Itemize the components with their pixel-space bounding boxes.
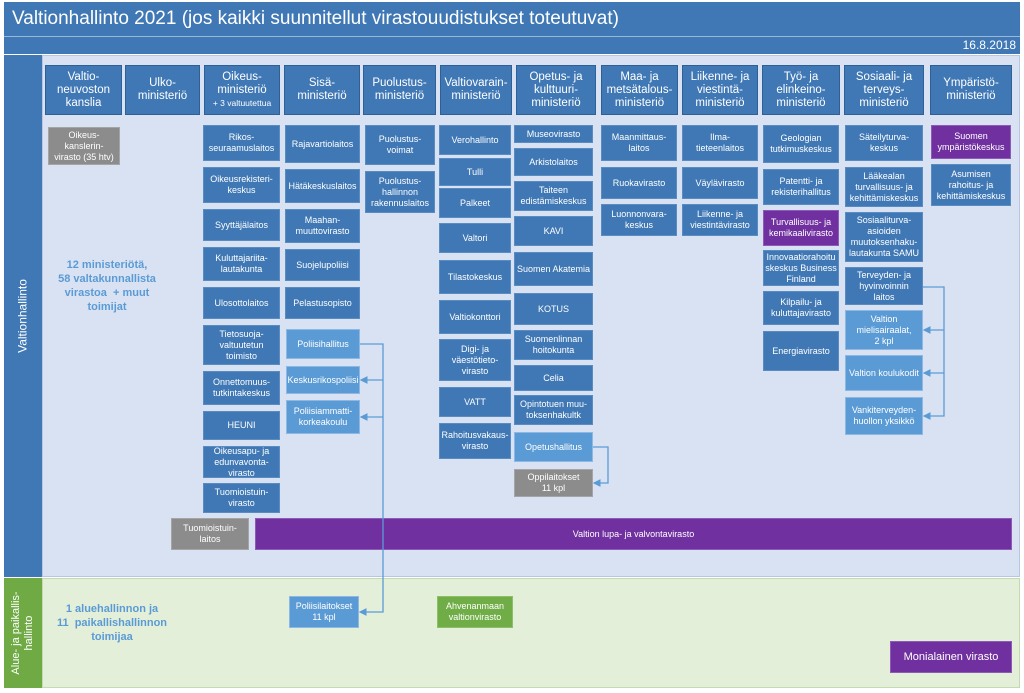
- agency-tukes: Turvallisuus- ja kemikaalivirasto: [763, 210, 839, 246]
- agency-kavi: KAVI: [514, 216, 593, 246]
- agency-suojelupoliisi: Suojelupoliisi: [285, 249, 360, 281]
- section-label-main: Valtionhallinto: [4, 55, 42, 577]
- agency-prh: Patentti- ja rekisterihallitus: [763, 169, 839, 205]
- arrow-thl-main: [922, 286, 945, 420]
- agency-pelastusopisto: Pelastusopisto: [285, 287, 360, 319]
- date-label: 16.8.2018: [4, 36, 1020, 54]
- agency-monialainen-virasto: Monialainen virasto: [890, 641, 1012, 673]
- agency-oikeusrekisterikeskus: Oikeusrekisteri- keskus: [203, 167, 280, 203]
- agency-verohallinto: Verohallinto: [439, 125, 511, 155]
- agency-valtion-lupa-valvontavirasto: Valtion lupa- ja valvontavirasto: [255, 518, 1012, 550]
- agency-onnettomuustutkinta: Onnettomuus- tutkintakeskus: [203, 371, 280, 405]
- ministry-ulko: Ulko- ministeriö: [125, 65, 200, 115]
- agency-digi-vaestotietovirasto: Digi- ja väestötieto- virasto: [439, 339, 511, 381]
- ministry-vm: Valtiovarain- ministeriö: [440, 65, 512, 115]
- agency-opintotuen-muutoksenhakultk: Opintotuen muu- toksenhakultk: [514, 395, 593, 425]
- agency-oikeuskansleri: Oikeus- kanslerin- virasto (35 htv): [48, 127, 120, 165]
- agency-ilmatieteenlaitos: Ilma- tieteenlaitos: [682, 125, 758, 161]
- agency-maanmittauslaitos: Maanmittaus- laitos: [601, 125, 677, 161]
- agency-samu: Sosiaaliturva- asioiden muutoksenhaku- l…: [845, 212, 923, 262]
- ministry-oikeus: Oikeus- ministeriö + 3 valtuutettua: [204, 65, 280, 115]
- agency-rahoitusvakausvirasto: Rahoitusvakaus- virasto: [439, 423, 511, 459]
- ministry-oikeus-label: Oikeus- ministeriö: [217, 70, 267, 96]
- agency-museovirasto: Museovirasto: [514, 125, 593, 143]
- agency-kotus: KOTUS: [514, 293, 593, 325]
- agency-ara: Asumisen rahoitus- ja kehittämiskeskus: [931, 164, 1011, 206]
- agency-syyttajalaitos: Syyttäjälaitos: [203, 209, 280, 241]
- agency-business-finland: Innovaatiorahoitu skeskus Business Finla…: [763, 250, 839, 286]
- section-regional: [42, 578, 1020, 688]
- agency-tuomioistuinlaitos: Tuomioistuin- laitos: [171, 518, 249, 550]
- ministry-lvm: Liikenne- ja viestintä- ministeriö: [682, 65, 758, 115]
- agency-rajavartiolaitos: Rajavartiolaitos: [285, 125, 360, 163]
- agency-ahvenanmaan-valtionvirasto: Ahvenanmaan valtionvirasto: [437, 596, 513, 628]
- agency-kuluttajariitalautakunta: Kuluttajariita- lautakunta: [203, 247, 280, 281]
- agency-palkeet: Palkeet: [439, 188, 511, 218]
- agency-ruokavirasto: Ruokavirasto: [601, 167, 677, 199]
- ministry-mmm: Maa- ja metsätalous- ministeriö: [601, 65, 678, 115]
- agency-heuni: HEUNI: [203, 411, 280, 440]
- agency-kkv: Kilpailu- ja kuluttajavirasto: [763, 291, 839, 325]
- agency-energiavirasto: Energiavirasto: [763, 331, 839, 371]
- agency-puolustusvoimat: Puolustus- voimat: [365, 125, 435, 165]
- summary-main: 12 ministeriötä, 58 valtakunnallista vir…: [58, 259, 156, 313]
- agency-taike: Taiteen edistämiskeskus: [514, 181, 593, 211]
- agency-valtion-koulukodit: Valtion koulukodit: [845, 355, 923, 391]
- agency-oppilaitokset: Oppilaitokset 11 kpl: [514, 469, 593, 497]
- agency-suomen-akatemia: Suomen Akatemia: [514, 252, 593, 286]
- agency-luonnonvarakeskus: Luonnonvara- keskus: [601, 204, 677, 236]
- arrow-poliisi-main: [358, 343, 384, 616]
- agency-celia: Celia: [514, 365, 593, 391]
- agency-vankiterveydenhuolto: Vankiterveyden- huollon yksikkö: [845, 397, 923, 435]
- agency-liikenne-viestintavirasto: Liikenne- ja viestintävirasto: [682, 204, 758, 236]
- agency-arkistolaitos: Arkistolaitos: [514, 148, 593, 176]
- agency-valtori: Valtori: [439, 223, 511, 253]
- agency-valtiokonttori: Valtiokonttori: [439, 300, 511, 334]
- agency-hatakeskuslaitos: Hätäkeskuslaitos: [285, 169, 360, 203]
- ministry-puolustus: Puolustus- ministeriö: [363, 65, 436, 115]
- agency-gtk: Geologian tutkimuskeskus: [763, 125, 839, 163]
- agency-keskusrikospoliisi: Keskusrikospoliisi: [286, 366, 360, 394]
- agency-tietosuojavaltuutettu: Tietosuoja- valtuutetun toimisto: [203, 325, 280, 365]
- arrow-opetushallitus: [592, 446, 609, 487]
- agency-suomenlinnan-hoitokunta: Suomenlinnan hoitokunta: [514, 330, 593, 360]
- agency-rise: Rikos- seuraamuslaitos: [203, 125, 280, 161]
- agency-vatt: VATT: [439, 387, 511, 417]
- summary-regional: 1 aluehallinnon ja 11 paikallishallinnon…: [56, 603, 168, 643]
- agency-polamk: Poliisiammatti- korkeakoulu: [286, 400, 360, 434]
- agency-oikeusapu: Oikeusapu- ja edunvavonta- virasto: [203, 446, 280, 478]
- agency-ulosottolaitos: Ulosottolaitos: [203, 287, 280, 319]
- ministry-stm: Sosiaali- ja terveys- ministeriö: [844, 65, 924, 115]
- section-label-regional: Alue- ja paikallis- hallinto: [4, 578, 42, 688]
- agency-tilastokeskus: Tilastokeskus: [439, 260, 511, 294]
- agency-poliisihallitus: Poliisihallitus: [286, 329, 360, 359]
- agency-fimea: Lääkealan turvallisuus- ja kehittämiskes…: [845, 167, 923, 207]
- ministry-vnk: Valtio- neuvoston kanslia: [45, 65, 122, 115]
- agency-tuomioistuinvirasto: Tuomioistuin- virasto: [203, 483, 280, 513]
- agency-opetushallitus: Opetushallitus: [514, 432, 593, 462]
- agency-stuk: Säteilyturva- keskus: [845, 125, 923, 161]
- agency-vaylavirasto: Väylävirasto: [682, 167, 758, 199]
- ministry-sisa: Sisä- ministeriö: [284, 65, 360, 115]
- ministry-ym: Ympäristö- ministeriö: [930, 65, 1012, 115]
- agency-puolustushallinnon-rakennuslaitos: Puolustus- hallinnon rakennuslaitos: [365, 171, 435, 213]
- agency-maahanmuuttovirasto: Maahan- muuttovirasto: [285, 209, 360, 243]
- agency-valtion-mielisairaalat: Valtion mielisairaalat, 2 kpl: [845, 310, 923, 350]
- agency-tulli: Tulli: [439, 158, 511, 186]
- page-title: Valtionhallinto 2021 (jos kaikki suunnit…: [4, 2, 1020, 36]
- ministry-oikeus-sub: + 3 valtuutettua: [212, 97, 272, 108]
- agency-thl: Terveyden- ja hyvinvoinnin laitos: [845, 267, 923, 305]
- ministry-tem: Työ- ja elinkeino- ministeriö: [762, 65, 840, 115]
- agency-syke: Suomen ympäristökeskus: [931, 125, 1011, 159]
- ministry-okm: Opetus- ja kulttuuri- ministeriö: [516, 65, 596, 115]
- agency-poliisilaitokset: Poliisilaitokset 11 kpl: [289, 596, 359, 628]
